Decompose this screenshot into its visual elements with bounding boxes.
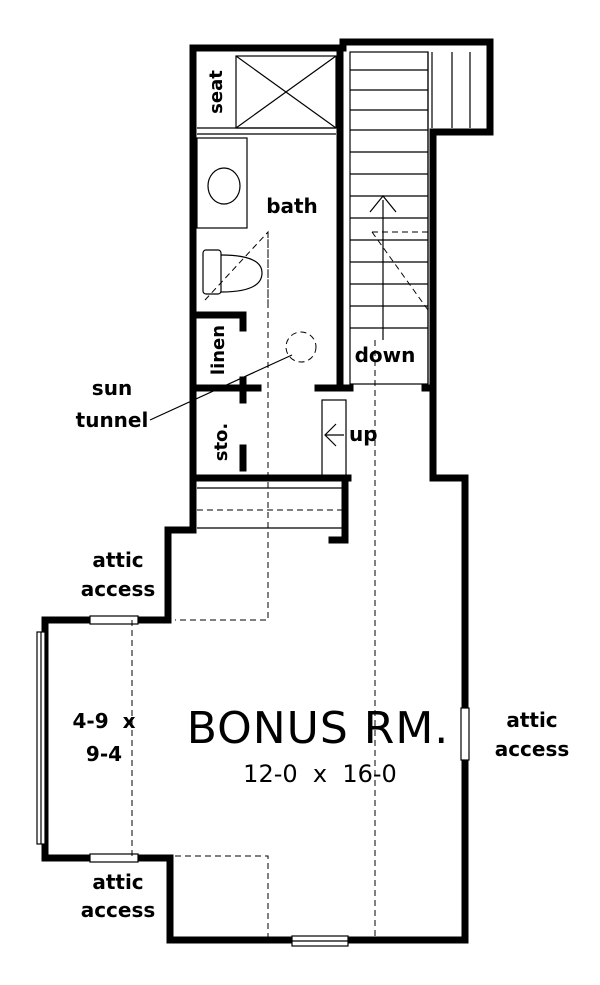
landing-steps <box>197 487 345 529</box>
linen-label: linen <box>208 325 229 375</box>
seat-label: seat <box>206 70 227 114</box>
stairs <box>321 51 471 940</box>
bonus-room-title: BONUS RM. <box>187 703 450 754</box>
attic-access-top-left-line1: attic <box>92 548 143 572</box>
attic-access-top-left-line2: access <box>81 577 156 601</box>
down-label: down <box>355 343 416 367</box>
bay-dimensions-line2: 9-4 <box>86 742 122 766</box>
up-label: up <box>349 422 378 446</box>
plan-labels: seat bath linen sto. down up sun tunnel … <box>73 70 570 922</box>
bay-dimensions-line1: 4-9 x <box>73 709 136 733</box>
interior-walls <box>189 311 437 544</box>
attic-access-bottom-left-line1: attic <box>92 870 143 894</box>
exterior-walls <box>41 38 494 944</box>
sto-label: sto. <box>211 423 232 462</box>
attic-dashes <box>131 232 269 940</box>
bonus-room-dimensions: 12-0 x 16-0 <box>243 760 397 788</box>
attic-access-right-line2: access <box>495 737 570 761</box>
attic-access-bottom-left-line2: access <box>81 898 156 922</box>
bath-fixtures <box>196 137 269 305</box>
sun-tunnel-label-line1: sun <box>92 376 132 400</box>
sun-tunnel-label-line2: tunnel <box>76 408 149 432</box>
windows <box>36 615 470 947</box>
attic-access-right-line1: attic <box>506 708 557 732</box>
shower <box>197 55 337 135</box>
bath-label: bath <box>266 194 318 218</box>
sun-tunnel <box>149 331 317 421</box>
